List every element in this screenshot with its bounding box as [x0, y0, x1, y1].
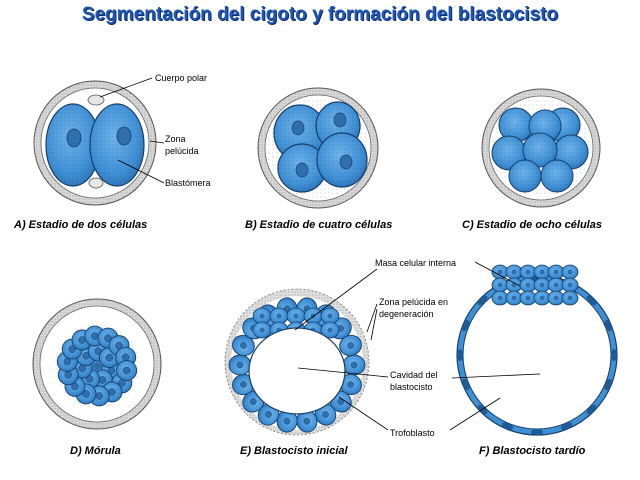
stage-four-cell — [257, 87, 379, 209]
stage-morula — [32, 298, 162, 430]
caption-two-cell: A) Estadio de dos células — [14, 219, 148, 231]
label-degenerating-zona-line2: degeneración — [379, 308, 434, 320]
polar-body — [88, 177, 104, 189]
polar-body — [87, 94, 105, 106]
stage-two-cell — [33, 77, 165, 206]
page-title: Segmentación del cigoto y formación del … — [81, 4, 559, 25]
label-inner-cell-mass: Masa celular interna — [375, 257, 457, 269]
label-zona-pelucida: Zona — [165, 133, 186, 145]
caption-eight-cell: C) Estadio de ocho células — [462, 219, 602, 231]
label-polar-body: Cuerpo polar — [155, 72, 208, 84]
stage-early-blastocyst — [224, 268, 389, 436]
inner-cell-mass — [491, 264, 579, 306]
label-blastomere: Blastómera — [165, 177, 211, 189]
label-trophoblast: Trofoblasto — [390, 427, 435, 439]
label-blastocyst-cavity-line2: blastocisto — [390, 381, 433, 393]
caption-four-cell: B) Estadio de cuatro células — [245, 219, 393, 231]
label-zona-pelucida-line2: pelúcida — [165, 145, 199, 157]
label-blastocyst-cavity: Cavidad del — [390, 369, 438, 381]
caption-morula: D) Mórula — [70, 445, 121, 457]
caption-late-blastocyst: F) Blastocisto tardío — [479, 445, 586, 457]
label-degenerating-zona: Zona pelúcida en — [379, 296, 449, 308]
caption-early-blastocyst: E) Blastocisto inicial — [240, 445, 348, 457]
stage-eight-cell — [481, 88, 601, 208]
blastocyst-cavity — [248, 327, 346, 415]
stage-late-blastocyst — [449, 261, 618, 436]
morula-cells — [55, 324, 139, 408]
